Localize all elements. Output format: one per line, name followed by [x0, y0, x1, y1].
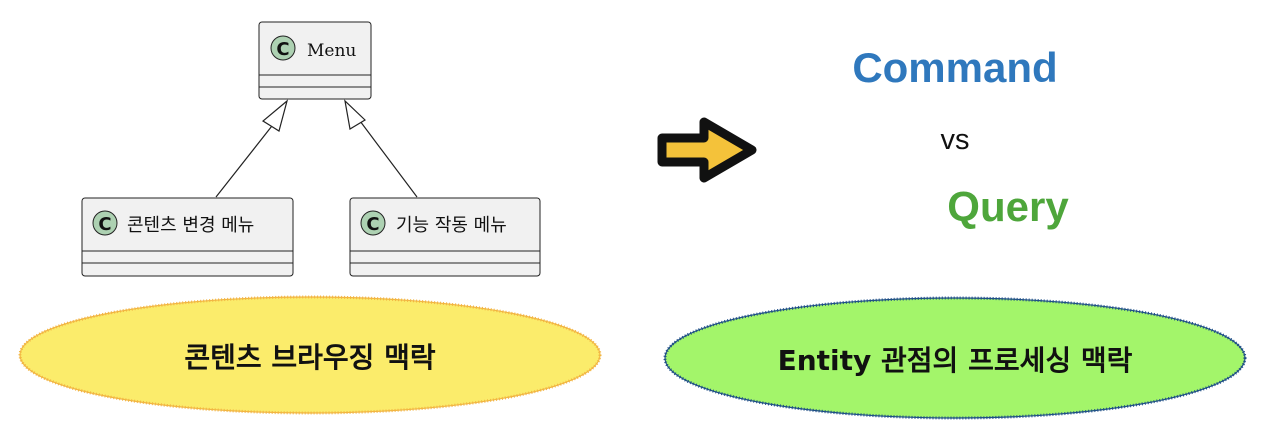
class-name-feature-action-menu: 기능 작동 메뉴: [396, 215, 507, 236]
context-ellipse-right: Entity 관점의 프로세싱 맥락: [663, 296, 1247, 420]
inheritance-edges: [215, 99, 418, 198]
class-name-menu: Menu: [307, 41, 356, 61]
inheritance-arrowhead-left: [261, 99, 289, 132]
class-badge-icon: [270, 35, 296, 61]
right-arrow-icon: [657, 117, 757, 183]
context-label-right: Entity 관점의 프로세싱 맥락: [778, 344, 1133, 377]
context-ellipse-left: 콘텐츠 브라우징 맥락: [18, 295, 602, 415]
edge-right-child-to-menu: [356, 116, 418, 198]
class-badge-letter: C: [366, 214, 379, 235]
class-badge-icon: [360, 210, 386, 236]
class-box: [349, 197, 541, 277]
class-badge-letter: C: [276, 39, 289, 60]
edge-left-child-to-menu: [215, 116, 280, 198]
context-label-left: 콘텐츠 브라우징 맥락: [184, 341, 436, 374]
class-content-change-menu: C 콘텐츠 변경 메뉴: [81, 197, 294, 277]
class-badge-icon: [92, 210, 118, 236]
query-label: Query: [947, 183, 1069, 230]
command-label: Command: [852, 44, 1057, 91]
class-feature-action-menu: C 기능 작동 메뉴: [349, 197, 541, 277]
inheritance-arrowhead-right: [344, 99, 366, 130]
class-menu: C Menu: [258, 21, 372, 100]
class-name-content-change-menu: 콘텐츠 변경 메뉴: [127, 215, 254, 236]
vs-label: vs: [941, 124, 970, 156]
class-badge-letter: C: [98, 214, 111, 235]
class-box: [81, 197, 294, 277]
